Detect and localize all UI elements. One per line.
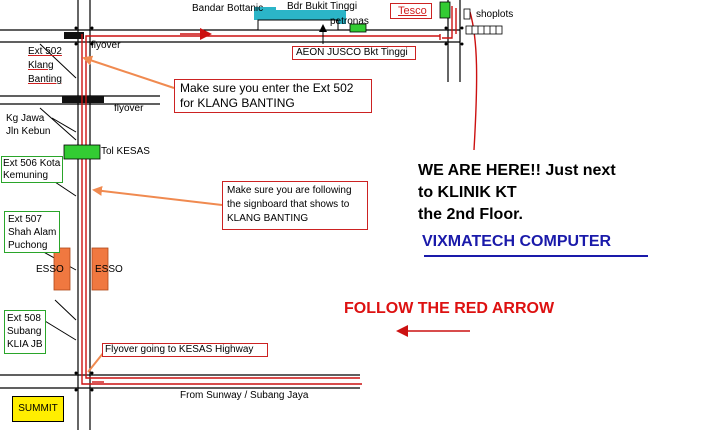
label-shoplots: shoplots <box>476 9 514 20</box>
label-esso-left: ESSO <box>36 264 64 275</box>
note1-arrow <box>82 55 175 89</box>
label-ext507: Ext 507 Shah Alam Puchong <box>4 211 60 253</box>
message-follow-arrow: FOLLOW THE RED ARROW <box>344 300 555 317</box>
label-flyover-top: flyover <box>91 40 121 51</box>
shoplots-block <box>463 8 503 35</box>
message-we-are-here: WE ARE HERE!! Just next to KLINIK KT the… <box>418 162 616 223</box>
tesco-marker <box>439 1 451 19</box>
top-road <box>0 29 460 43</box>
label-tesco: Tesco <box>390 3 432 19</box>
message-company: VIXMATECH COMPUTER <box>422 233 612 250</box>
label-ext508: Ext 508 Subang KLIA JB <box>4 310 46 354</box>
exit-ramps <box>39 43 77 341</box>
label-aeon: AEON JUSCO Bkt Tinggi <box>292 46 416 60</box>
note-enter-ext502: Make sure you enter the Ext 502 for KLAN… <box>174 79 372 113</box>
flyover-mid-bar <box>62 96 104 103</box>
label-bdr-bukit-tinggi: Bdr Bukit Tinggi <box>287 1 358 12</box>
label-ext506: Ext 506 Kota Kemuning <box>1 156 63 183</box>
building-bandar-bottanic <box>254 7 276 20</box>
label-flyover-kesas: Flyover going to KESAS Highway <box>102 343 268 357</box>
label-kg-jawa: Kg Jawa Jln Kebun <box>6 113 51 137</box>
label-flyover-mid: flyover <box>114 103 144 114</box>
label-ext502: Ext 502 Klang Banting <box>28 46 62 85</box>
building-block <box>257 19 339 31</box>
label-petronas: petronas <box>330 16 369 27</box>
intersection-dots <box>74 26 464 392</box>
esso-right-station <box>91 247 109 291</box>
esso-left-station <box>53 247 71 291</box>
note2-arrow <box>92 185 223 206</box>
tol-kesas-marker <box>63 144 101 160</box>
label-from-sunway: From Sunway / Subang Jaya <box>180 390 309 401</box>
label-tol-kesas: Tol KESAS <box>101 146 150 157</box>
bottom-road <box>0 374 360 389</box>
label-esso-right: ESSO <box>95 264 123 275</box>
summit-marker: SUMMIT <box>12 396 64 422</box>
flyover-top-bar <box>64 32 84 39</box>
kesas-arrow <box>87 351 105 373</box>
main-road <box>77 0 91 430</box>
petronas-marker <box>349 23 367 33</box>
label-bandar-bottanic: Bandar Bottanic <box>192 3 264 14</box>
note-follow-signboard: Make sure you are following the signboar… <box>222 181 368 230</box>
